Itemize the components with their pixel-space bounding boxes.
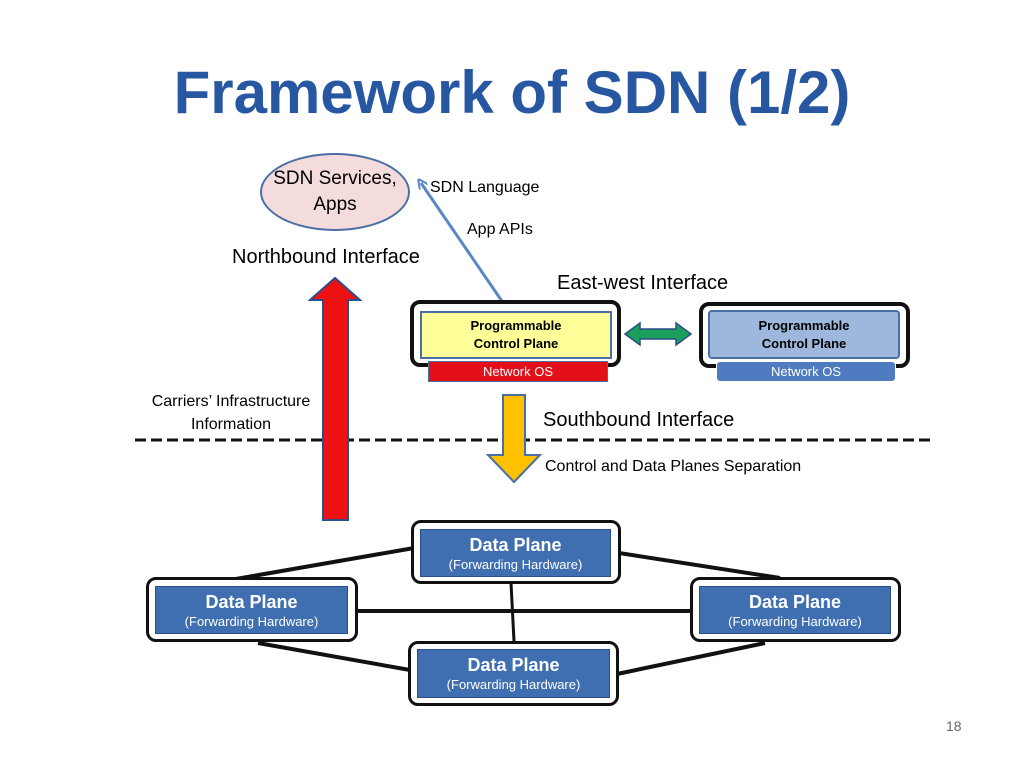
data-plane-top: Data Plane (Forwarding Hardware): [420, 529, 611, 577]
data-plane-left-subtitle: (Forwarding Hardware): [184, 613, 319, 629]
data-plane-left: Data Plane (Forwarding Hardware): [155, 586, 348, 634]
page-number: 18: [946, 718, 962, 734]
east-west-interface-label: East-west Interface: [557, 272, 729, 294]
data-plane-right-title: Data Plane: [748, 591, 842, 612]
control-plane-left-line1: Programmable: [470, 318, 562, 333]
network-os-right: Network OS: [716, 361, 896, 382]
control-plane-right-line2: Control Plane: [761, 335, 847, 351]
link-top-bottom: [509, 582, 516, 642]
northbound-interface-label: Northbound Interface: [232, 246, 420, 268]
sdn-services-line1: SDN Services,: [273, 168, 397, 189]
network-os-left: Network OS: [428, 361, 608, 382]
separation-label: Control and Data Planes Separation: [545, 458, 802, 475]
data-plane-top-title: Data Plane: [469, 534, 562, 555]
app-api-arrow: [421, 183, 510, 311]
data-plane-right-subtitle: (Forwarding Hardware): [728, 613, 862, 629]
east-west-arrow: [623, 321, 693, 347]
carriers-info-line1: Carriers’ Infrastructure: [151, 393, 311, 410]
link-top-right: [618, 551, 781, 580]
carriers-info-line2: Information: [190, 416, 272, 433]
sdn-services-node: SDN Services, Apps: [260, 153, 410, 231]
data-plane-bottom: Data Plane (Forwarding Hardware): [417, 649, 610, 698]
control-plane-right-line1: Programmable: [758, 317, 850, 333]
control-plane-left: Programmable Control Plane: [420, 311, 612, 359]
southbound-arrow: [485, 394, 543, 484]
data-plane-top-subtitle: (Forwarding Hardware): [448, 556, 583, 572]
data-plane-bottom-title: Data Plane: [467, 655, 560, 675]
southbound-interface-label: Southbound Interface: [543, 409, 735, 431]
control-plane-left-line2: Control Plane: [473, 336, 559, 351]
sdn-services-line2: Apps: [313, 194, 357, 215]
slide-title: Framework of SDN (1/2): [173, 59, 851, 126]
data-plane-left-title: Data Plane: [205, 591, 298, 612]
control-plane-right: Programmable Control Plane: [708, 310, 900, 359]
data-plane-bottom-subtitle: (Forwarding Hardware): [446, 677, 581, 692]
northbound-arrow: [307, 276, 363, 521]
app-apis-label: App APIs: [467, 221, 533, 238]
link-top-left: [229, 546, 415, 582]
link-left-bottom: [257, 641, 411, 672]
link-right-bottom: [616, 641, 766, 676]
sdn-language-label: SDN Language: [430, 179, 540, 196]
carriers-info-label: Carriers’ Infrastructure Information: [136, 390, 326, 436]
data-plane-right: Data Plane (Forwarding Hardware): [699, 586, 891, 634]
